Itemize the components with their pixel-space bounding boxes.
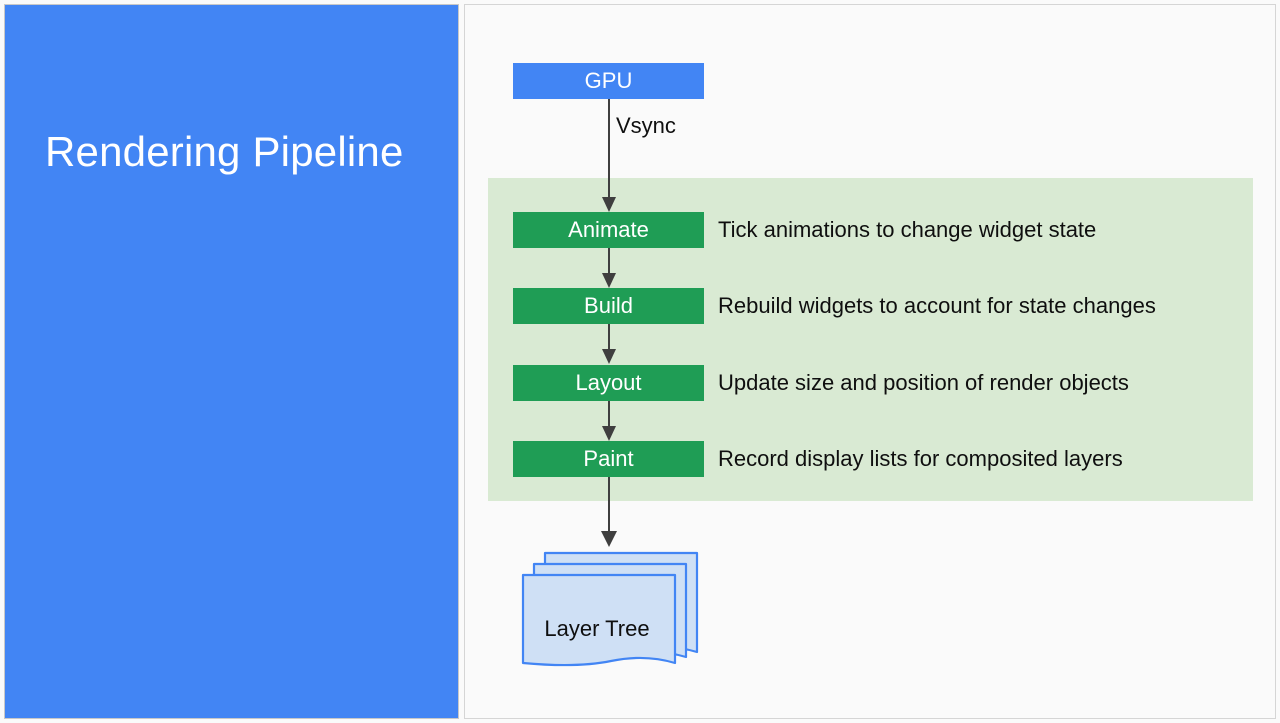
phase-description-layout: Update size and position of render objec… xyxy=(718,370,1129,395)
phase-description-animate: Tick animations to change widget state xyxy=(718,217,1097,242)
node-phase-animate-label: Animate xyxy=(568,217,649,242)
arrow-gpu-to-animate xyxy=(602,99,616,212)
phase-description-paint: Record display lists for composited laye… xyxy=(718,446,1123,471)
arrow-build-to-layout xyxy=(602,324,616,364)
title-panel: Rendering Pipeline xyxy=(4,4,459,719)
node-layer-tree[interactable]: Layer Tree xyxy=(515,539,705,674)
arrow-animate-to-build xyxy=(602,248,616,288)
node-phase-layout-label: Layout xyxy=(575,370,642,395)
node-gpu[interactable]: GPU xyxy=(513,63,704,99)
page-title: Rendering Pipeline xyxy=(45,128,404,175)
node-gpu-label: GPU xyxy=(584,68,633,93)
node-phase-animate[interactable]: Animate xyxy=(513,212,704,248)
arrow-paint-to-layer-tree xyxy=(601,477,617,547)
node-phase-build[interactable]: Build xyxy=(513,288,704,324)
diagram-panel: GPU Vsync Animate Tick animations to cha… xyxy=(464,4,1276,719)
stacked-documents-icon xyxy=(521,551,699,667)
node-phase-build-label: Build xyxy=(584,293,633,318)
node-phase-paint[interactable]: Paint xyxy=(513,441,704,477)
phase-description-build: Rebuild widgets to account for state cha… xyxy=(718,293,1156,318)
node-phase-paint-label: Paint xyxy=(583,446,634,471)
vsync-edge-label: Vsync xyxy=(616,113,676,138)
arrow-layout-to-paint xyxy=(602,401,616,441)
node-phase-layout[interactable]: Layout xyxy=(513,365,704,401)
